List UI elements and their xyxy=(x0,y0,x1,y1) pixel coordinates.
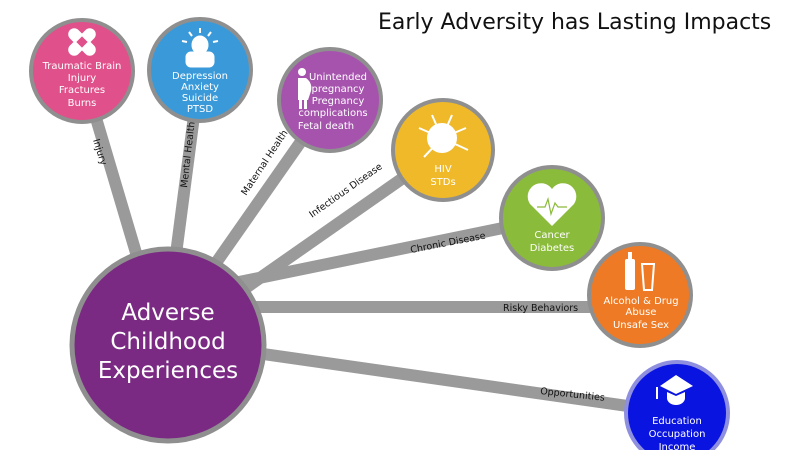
node-opportunities: Education Occupation Income xyxy=(624,360,730,450)
svg-text:pregnancy: pregnancy xyxy=(312,84,365,95)
svg-text:Unintended: Unintended xyxy=(309,72,367,83)
svg-text:Childhood: Childhood xyxy=(110,329,225,355)
svg-text:Suicide: Suicide xyxy=(182,93,218,104)
svg-text:Income: Income xyxy=(659,442,696,450)
svg-text:Anxiety: Anxiety xyxy=(181,82,219,93)
svg-text:Adverse: Adverse xyxy=(121,300,214,326)
center-node-adverse-childhood-experiences: Adverse Childhood Experiences xyxy=(69,246,267,444)
heart-pulse-icon xyxy=(527,183,577,226)
pregnant-woman-icon xyxy=(298,68,312,109)
node-maternal-health: Unintended pregnancy Pregnancy complicat… xyxy=(277,47,383,153)
node-chronic-disease: Cancer Diabetes xyxy=(499,165,605,271)
svg-text:Injury: Injury xyxy=(68,73,97,84)
svg-text:Diabetes: Diabetes xyxy=(530,243,574,254)
graduation-cap-icon xyxy=(656,375,693,405)
svg-text:STDs: STDs xyxy=(430,177,455,188)
virus-icon xyxy=(418,114,469,158)
person-head-icon xyxy=(181,28,219,68)
svg-text:Experiences: Experiences xyxy=(98,358,238,384)
bottle-glass-icon xyxy=(625,252,656,291)
label-risky-behaviors: Risky Behaviors xyxy=(503,303,578,314)
svg-text:Cancer: Cancer xyxy=(534,230,570,241)
node-mental-health: Depression Anxiety Suicide PTSD xyxy=(147,17,253,123)
svg-text:Occupation: Occupation xyxy=(649,429,706,440)
svg-text:Traumatic Brain: Traumatic Brain xyxy=(42,61,122,72)
svg-text:Fractures: Fractures xyxy=(59,85,105,96)
bandage-icon xyxy=(68,28,96,56)
node-injury: Traumatic Brain Injury Fractures Burns xyxy=(29,18,135,124)
node-infectious-disease: HIV STDs xyxy=(391,98,495,202)
svg-text:HIV: HIV xyxy=(434,164,451,175)
svg-text:Alcohol & Drug: Alcohol & Drug xyxy=(603,296,678,307)
node-risky-behaviors: Alcohol & Drug Abuse Unsafe Sex xyxy=(587,242,693,348)
svg-text:Depression: Depression xyxy=(172,71,228,82)
svg-text:Fetal death: Fetal death xyxy=(298,121,354,132)
svg-text:Abuse: Abuse xyxy=(626,307,657,318)
connector-opportunities xyxy=(199,339,678,419)
svg-text:PTSD: PTSD xyxy=(187,104,213,115)
svg-text:complications: complications xyxy=(298,108,367,119)
diagram-title: Early Adversity has Lasting Impacts xyxy=(378,10,771,35)
connector-chronic-disease xyxy=(198,212,554,296)
svg-text:Burns: Burns xyxy=(68,98,97,109)
svg-text:Education: Education xyxy=(652,416,702,427)
svg-text:Pregnancy: Pregnancy xyxy=(312,96,365,107)
svg-text:Unsafe Sex: Unsafe Sex xyxy=(613,320,669,331)
